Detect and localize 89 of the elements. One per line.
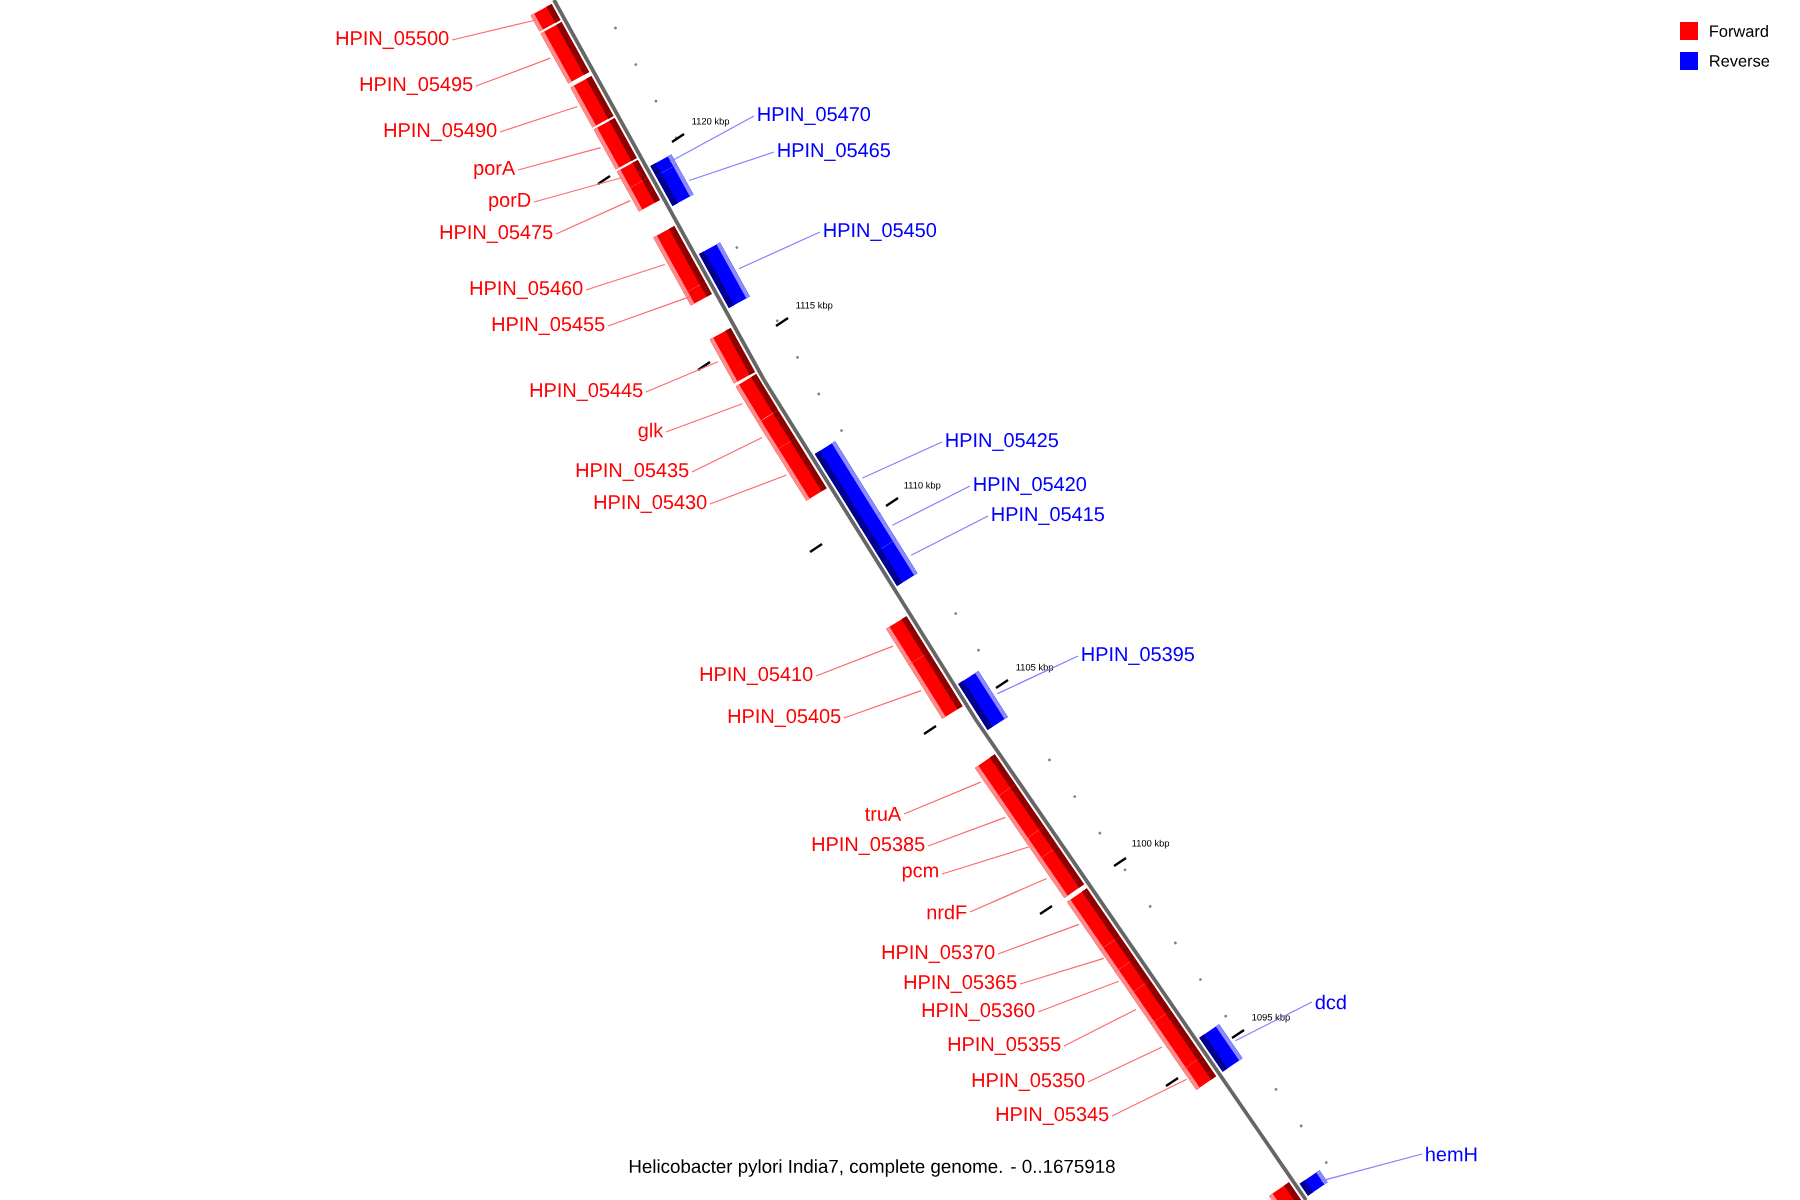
gene-label: HPIN_05500 [336, 31, 449, 49]
gene-label: HPIN_05450 [824, 223, 937, 241]
gene-block [593, 117, 637, 170]
leader-line [903, 781, 982, 815]
gene-block [626, 177, 660, 212]
gene-label: HPIN_05370 [882, 945, 995, 963]
leader-line [517, 147, 602, 171]
gene-label: HPIN_05385 [812, 837, 925, 855]
gene-label: HPIN_05365 [904, 975, 1017, 993]
gene-label: hemH [1426, 1146, 1477, 1162]
gene-block [1038, 846, 1085, 898]
leader-line [1111, 1078, 1188, 1117]
leader-line [1063, 1008, 1137, 1047]
leader-line [910, 515, 989, 556]
gene-label: dcd [1315, 994, 1346, 1010]
gene-block [908, 652, 963, 719]
leader-line [1087, 1046, 1163, 1083]
leader-line [475, 57, 551, 87]
gene-label: HPIN_05360 [922, 1003, 1035, 1021]
leader-line [499, 105, 579, 133]
leader-line [669, 115, 755, 163]
gene-block [1067, 888, 1120, 950]
gene-label: HPIN_05410 [700, 667, 813, 685]
gene-block [735, 374, 779, 423]
leader-line [1320, 1153, 1423, 1182]
gene-label: porD [489, 193, 531, 211]
leader-line [843, 690, 922, 719]
gene-label: glk [638, 422, 664, 442]
gene-label: HPIN_05490 [384, 123, 497, 141]
gene-label: HPIN_05345 [996, 1107, 1109, 1125]
leader-line [709, 474, 788, 505]
leader-line [969, 877, 1048, 913]
gene-label: HPIN_05350 [972, 1073, 1085, 1091]
gene-block [1182, 1056, 1217, 1090]
leader-line [1019, 957, 1105, 985]
gene-block [995, 784, 1045, 840]
gene-block [1150, 1010, 1203, 1070]
gene-label: HPIN_05435 [576, 463, 689, 481]
gene-label: nrdF [927, 904, 967, 920]
gene-label: porA [474, 161, 516, 179]
gene-label: HPIN_05425 [946, 433, 1059, 451]
leader-line [533, 177, 623, 203]
gene-block [709, 327, 755, 384]
gene-block [886, 616, 929, 665]
leader-line [927, 816, 1006, 847]
gene-block [875, 539, 918, 586]
gene-label: HPIN_05445 [530, 383, 643, 401]
leader-line [997, 923, 1080, 955]
leader-line [815, 645, 894, 677]
leader-line [645, 361, 719, 393]
gene-label: HPIN_05420 [974, 477, 1087, 495]
gene-label: pcm [902, 866, 938, 882]
leader-line [1037, 980, 1120, 1013]
legend-label: Reverse [1710, 55, 1770, 67]
leader-line [738, 231, 821, 270]
gene-label: HPIN_05475 [440, 225, 553, 243]
gene-label: HPIN_05395 [1082, 647, 1195, 665]
gene-label: HPIN_05495 [360, 77, 473, 95]
gene-block [775, 438, 827, 501]
leader-line [1234, 1001, 1313, 1042]
gene-label: HPIN_05355 [948, 1037, 1061, 1055]
leader-line [665, 403, 743, 433]
gene-block [958, 670, 1008, 730]
gene-label: HPIN_05465 [778, 143, 890, 161]
gene-label: HPIN_05415 [992, 507, 1105, 525]
gene-label: truA [864, 807, 902, 821]
gene-label: HPIN_05405 [728, 709, 841, 727]
leader-line [891, 485, 971, 526]
gene-block [570, 75, 614, 128]
gene-block [684, 281, 712, 306]
leader-line [585, 263, 666, 291]
leader-line [861, 441, 943, 479]
leader-line [691, 437, 763, 473]
gene-label: HPIN_05455 [492, 317, 605, 335]
legend-label: Forward [1710, 25, 1768, 37]
gene-label: HPIN_05430 [594, 495, 707, 513]
leader-line [555, 200, 631, 235]
gene-label: HPIN_05460 [470, 281, 583, 299]
leader-line [996, 655, 1079, 695]
leader-line [688, 151, 775, 182]
gene-block [1299, 1170, 1328, 1196]
gene-block [540, 21, 590, 84]
leader-line [607, 295, 692, 327]
gene-label: HPIN_05470 [758, 107, 871, 125]
gene-block [1269, 1182, 1302, 1200]
caption: Helicobacter pylori India7, complete genome. - 0..1675918 [629, 1159, 1115, 1177]
leader-line [941, 846, 1030, 875]
gene-block [653, 225, 706, 294]
leader-line [451, 19, 537, 41]
